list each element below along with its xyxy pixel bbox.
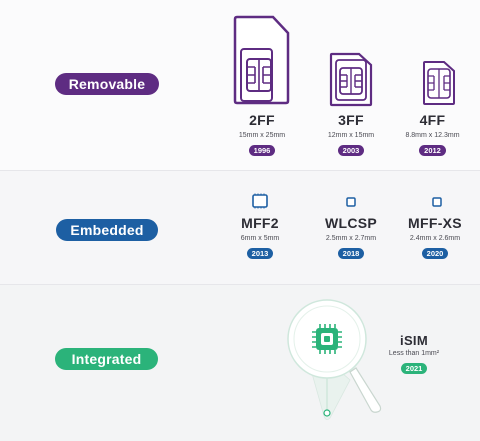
sim-4ff-name: 4FF — [419, 112, 446, 128]
isim-name: iSIM — [400, 333, 428, 348]
mff-xs-chip-icon — [432, 197, 442, 207]
mff-xs-year: 2020 — [421, 248, 449, 259]
isim-dims: Less than 1mm² — [388, 350, 440, 357]
divider — [0, 284, 480, 285]
integrated-pill: Integrated — [55, 348, 158, 370]
sim-4ff-year: 2012 — [419, 145, 446, 156]
sim-4ff-dims: 8.8mm x 12.3mm — [405, 132, 460, 139]
wlcsp-chip-icon — [346, 197, 356, 207]
embedded-pill: Embedded — [56, 219, 158, 241]
isim-chip-icon — [311, 323, 343, 355]
mff-xs-dims: 2.4mm x 2.6mm — [409, 235, 461, 242]
isim-year: 2021 — [400, 363, 428, 374]
sim-3ff-info: 3FF 12mm x 15mm 2003 — [298, 112, 404, 158]
sim-3ff-year: 2003 — [337, 145, 365, 156]
sim-card-4ff-icon — [422, 60, 456, 106]
isim-info: iSIM Less than 1mm² 2021 — [381, 333, 447, 376]
mff2-year: 2013 — [246, 248, 274, 259]
wlcsp-name: WLCSP — [324, 215, 378, 231]
sim-2ff-name: 2FF — [249, 112, 275, 128]
sim-3ff-dims: 12mm x 15mm — [327, 132, 375, 139]
mff2-info: MFF2 6mm x 5mm 2013 — [210, 215, 310, 261]
sim-card-2ff-icon — [233, 15, 290, 105]
wlcsp-dims: 2.5mm x 2.7mm — [325, 235, 377, 242]
sim-card-3ff-icon — [329, 52, 373, 107]
mff2-dims: 6mm x 5mm — [240, 235, 280, 242]
mff-xs-name: MFF-XS — [408, 215, 462, 231]
mff2-name: MFF2 — [241, 215, 279, 231]
sim-3ff-name: 3FF — [338, 112, 364, 128]
wlcsp-year: 2018 — [337, 248, 365, 259]
mff2-chip-icon — [251, 193, 269, 209]
removable-pill: Removable — [55, 73, 159, 95]
sim-2ff-info: 2FF 15mm x 25mm 1996 — [207, 112, 317, 158]
mff-xs-info: MFF-XS 2.4mm x 2.6mm 2020 — [390, 215, 480, 261]
sim-2ff-dims: 15mm x 25mm — [238, 132, 286, 139]
sim-2ff-year: 1996 — [248, 145, 276, 156]
magnifier-icon — [284, 298, 384, 426]
wlcsp-info: WLCSP 2.5mm x 2.7mm 2018 — [300, 215, 402, 261]
divider — [0, 170, 480, 171]
sim-4ff-info: 4FF 8.8mm x 12.3mm 2012 — [385, 112, 480, 158]
